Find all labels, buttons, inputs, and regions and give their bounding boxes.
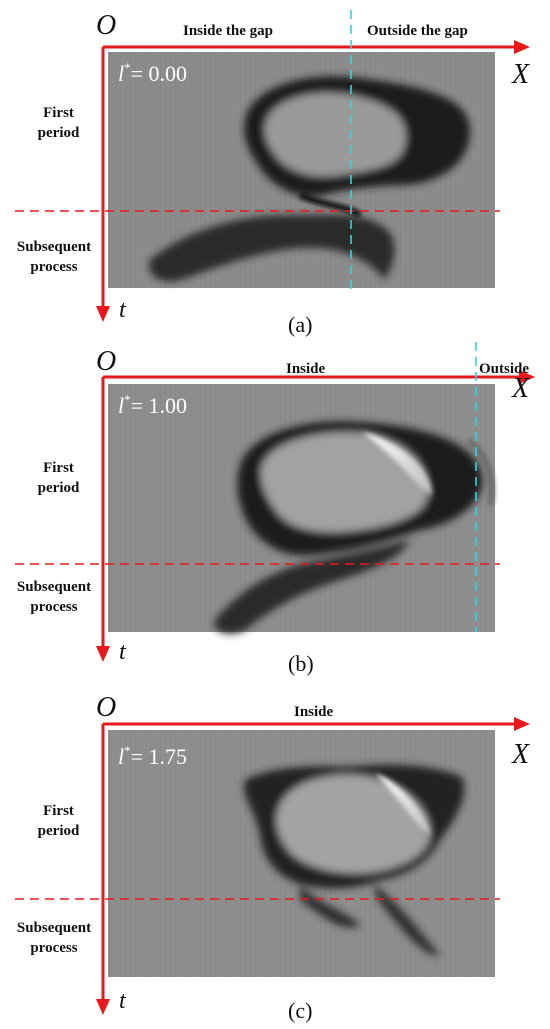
x-axis-label-a: X <box>512 59 530 90</box>
left-label-first-period-b: First period <box>37 460 80 497</box>
t-axis-label-b: t <box>119 639 126 665</box>
t-axis-arrow-b <box>96 646 110 662</box>
top-label-outside-a: Outside the gap <box>367 23 468 39</box>
left-label-first-period-a: First period <box>37 105 80 142</box>
x-axis-label-c: X <box>512 739 530 770</box>
top-label-inside-a: Inside the gap <box>183 23 274 39</box>
panel-a-graphic <box>15 10 530 322</box>
x-axis-arrow-a <box>514 40 530 54</box>
left-label-first-period-c: First period <box>37 803 80 840</box>
t-axis-arrow-a <box>96 306 110 322</box>
origin-label-a: O <box>96 10 117 41</box>
bubble-shape-a <box>149 76 470 282</box>
caption-b: (b) <box>288 651 314 676</box>
t-axis-arrow-c <box>96 999 110 1015</box>
x-axis-arrow-c <box>514 717 530 731</box>
top-label-inside-b: Inside <box>286 361 326 377</box>
left-label-subsequent-b: Subsequent process <box>16 579 92 616</box>
param-label-c: l*= 1.75 <box>118 743 188 769</box>
t-axis-label-a: t <box>119 297 126 323</box>
param-label-b: l*= 1.00 <box>118 392 188 418</box>
t-axis-label-c: t <box>119 988 126 1014</box>
origin-label-b: O <box>96 346 117 377</box>
panel-b: O X t Inside Outside l*= 1.00 First peri… <box>0 340 550 685</box>
x-axis-label-b: X <box>512 373 530 404</box>
panel-a: O X t Inside the gap Outside the gap l*=… <box>0 0 550 340</box>
panel-c: O X t Inside l*= 1.75 First period Subse… <box>0 685 550 1029</box>
x-axis-arrow-b <box>519 370 535 384</box>
origin-label-c: O <box>96 692 117 723</box>
top-label-inside-c: Inside <box>294 704 334 720</box>
caption-a: (a) <box>288 312 313 337</box>
panel-b-graphic <box>15 342 535 662</box>
left-label-subsequent-a: Subsequent process <box>16 239 92 276</box>
panel-c-graphic <box>15 717 530 1015</box>
param-label-a: l*= 0.00 <box>118 60 188 86</box>
caption-c: (c) <box>288 998 313 1023</box>
bubble-shape-c <box>243 764 465 956</box>
top-label-outside-b: Outside <box>479 361 530 377</box>
left-label-subsequent-c: Subsequent process <box>16 920 92 957</box>
